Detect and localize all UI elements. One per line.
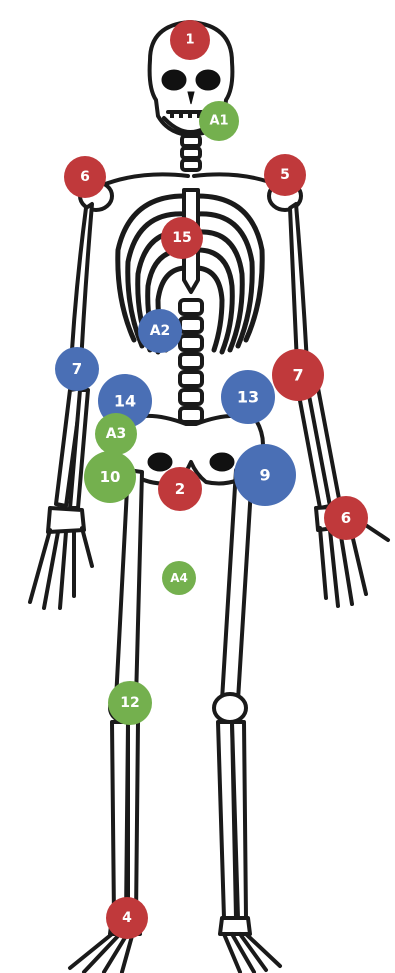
marker-m-15: 15 xyxy=(161,217,203,259)
marker-m-a3: A3 xyxy=(95,413,137,455)
marker-label: 7 xyxy=(292,366,303,385)
marker-m-10: 10 xyxy=(84,451,136,503)
marker-label: 2 xyxy=(175,480,185,498)
marker-label: 1 xyxy=(185,33,194,48)
marker-m-a4: A4 xyxy=(162,561,196,595)
marker-m-a2: A2 xyxy=(138,309,182,353)
marker-label: 10 xyxy=(100,468,121,486)
marker-m-9: 9 xyxy=(234,444,296,506)
marker-label: 6 xyxy=(80,169,90,185)
marker-label: 12 xyxy=(120,695,139,711)
marker-label: 7 xyxy=(72,360,82,378)
marker-label: 9 xyxy=(259,466,270,485)
marker-m-12: 12 xyxy=(108,681,152,725)
marker-label: 15 xyxy=(172,230,191,246)
marker-label: 5 xyxy=(280,167,290,183)
marker-label: 6 xyxy=(341,509,351,527)
marker-label: A4 xyxy=(170,571,188,585)
marker-m-6a: 6 xyxy=(64,156,106,198)
marker-m-5: 5 xyxy=(264,154,306,196)
marker-m-4: 4 xyxy=(106,897,148,939)
marker-label: A3 xyxy=(106,426,127,442)
marker-label: A1 xyxy=(209,114,228,129)
marker-m-2: 2 xyxy=(158,467,202,511)
marker-label: 4 xyxy=(122,910,132,926)
marker-m-7b: 7 xyxy=(272,349,324,401)
marker-m-7a: 7 xyxy=(55,347,99,391)
marker-label: 14 xyxy=(114,392,136,411)
marker-label: A2 xyxy=(150,323,171,339)
marker-m-6b: 6 xyxy=(324,496,368,540)
marker-m-13: 13 xyxy=(221,370,275,424)
marker-m-a1: A1 xyxy=(199,101,239,141)
marker-m-1: 1 xyxy=(170,20,210,60)
marker-label: 13 xyxy=(237,388,259,407)
